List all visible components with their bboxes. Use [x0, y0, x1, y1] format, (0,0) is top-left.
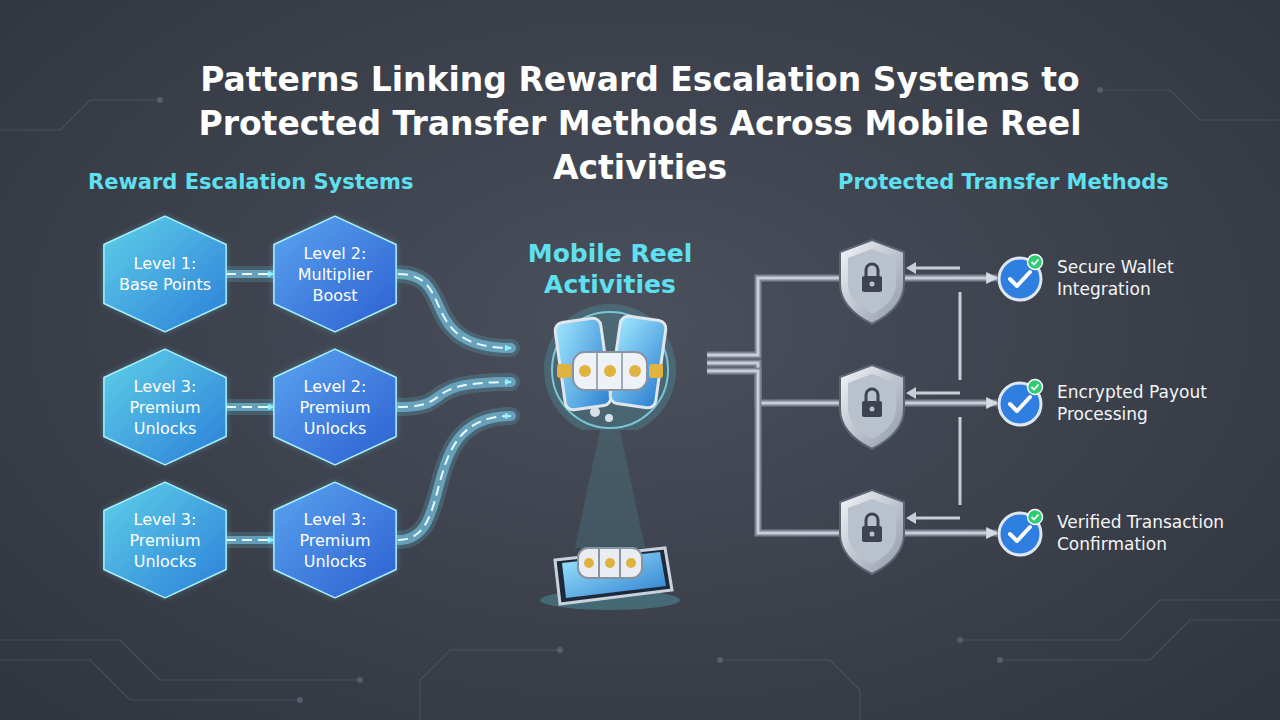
level-label: Level 2: Multiplier Boost [283, 243, 387, 306]
check-item: Secure Wallet Integration [995, 250, 1235, 306]
level-hexagon: Level 3: Premium Unlocks [100, 348, 230, 466]
level-hexagon: Level 2: Multiplier Boost [270, 215, 400, 333]
level-label: Level 2: Premium Unlocks [283, 376, 387, 439]
level-hexagon: Level 3: Premium Unlocks [270, 481, 400, 599]
level-hexagon: Level 2: Premium Unlocks [270, 348, 400, 466]
level-label: Level 3: Premium Unlocks [113, 509, 217, 572]
method-label: Encrypted Payout Processing [1057, 381, 1235, 425]
check-icon [995, 508, 1045, 558]
hub-heading: Mobile Reel Activities [515, 238, 705, 300]
connector-arrow [398, 382, 511, 407]
reel-hub: Mobile Reel Activities [505, 238, 715, 438]
level-label: Level 3: Premium Unlocks [113, 376, 217, 439]
check-item: Verified Transaction Confirmation [995, 505, 1235, 561]
check-item: Encrypted Payout Processing [995, 375, 1235, 431]
security-shield [840, 240, 904, 574]
connector-arrow [226, 540, 274, 541]
hexagon-shape [100, 215, 230, 333]
section-heading: Reward Escalation Systems [88, 170, 413, 194]
section-heading: Protected Transfer Methods [838, 170, 1169, 194]
check-icon [995, 253, 1045, 303]
connector-arrow [398, 416, 511, 540]
connector-arrow [398, 274, 511, 348]
reel-phone-illustration [505, 300, 715, 430]
level-hexagon: Level 1: Base Points [100, 215, 230, 333]
method-label: Verified Transaction Confirmation [1057, 511, 1235, 555]
connector-arrow [226, 407, 274, 408]
level-label: Level 3: Premium Unlocks [283, 509, 387, 572]
level-hexagon: Level 3: Premium Unlocks [100, 481, 230, 599]
method-label: Secure Wallet Integration [1057, 256, 1235, 300]
connector-arrow [226, 274, 274, 275]
level-label: Level 1: Base Points [113, 253, 217, 295]
return-arrow [912, 268, 960, 518]
phone-illustration [540, 430, 680, 610]
check-icon [995, 378, 1045, 428]
